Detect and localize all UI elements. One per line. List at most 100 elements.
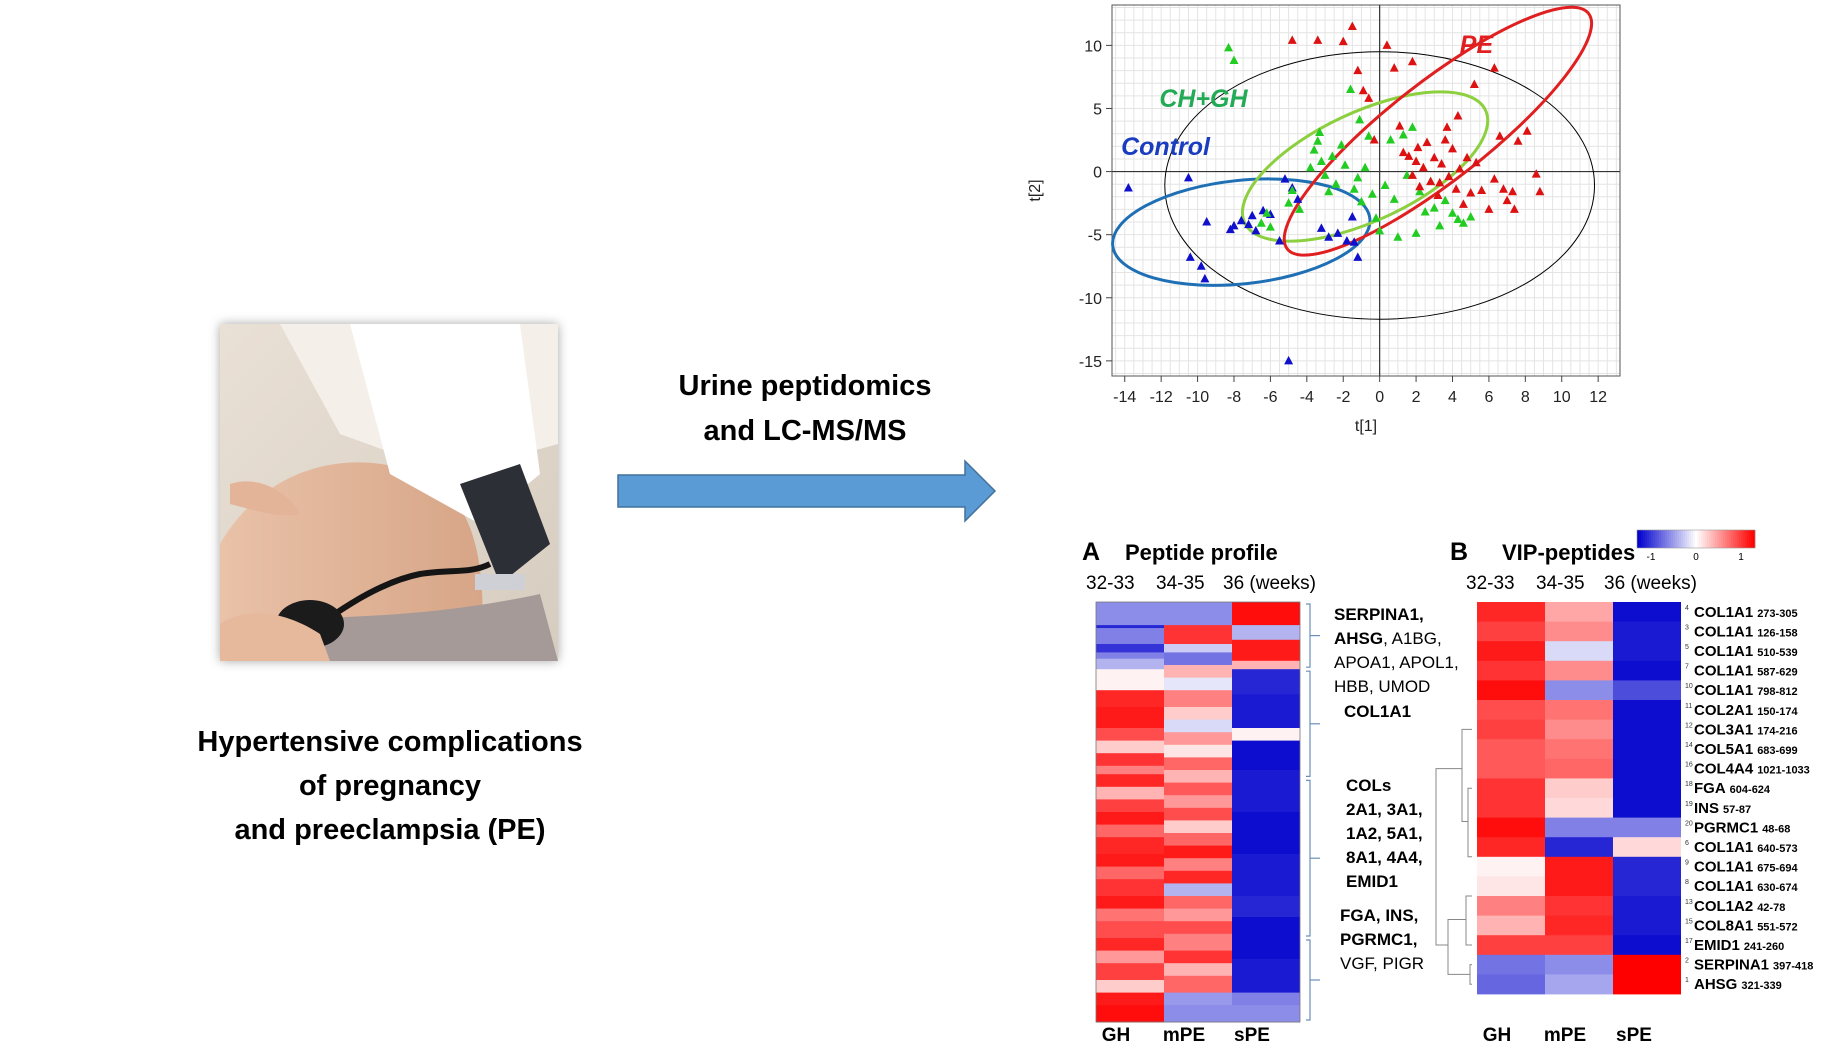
heatmap-cell [1096,753,1164,767]
heatmap-cell [1096,837,1164,855]
peptide-name: COL1A1 [1694,623,1753,640]
heatmap-cells [1477,602,1681,995]
heatmap-cell [1164,732,1232,746]
row-index: 14 [1685,742,1693,749]
point-pe [1398,147,1408,157]
heatmap-cell [1096,866,1164,880]
row-index: 19 [1685,801,1693,808]
row-index: 1 [1685,977,1689,984]
group-label: PE [1460,31,1495,59]
point-pe [1531,169,1541,178]
point-pe [1508,186,1518,196]
heatmap-cell [1613,837,1681,858]
heatmap-cell [1545,602,1613,622]
point-ch-gh [1411,228,1421,237]
peptide-name: FGA [1694,780,1726,797]
x-tick-label: -2 [1336,389,1350,406]
heatmap-cell [1545,974,1613,995]
point-ch-gh [1262,208,1272,217]
row-index: 17 [1685,938,1693,945]
heatmap-cell [1232,854,1300,897]
peptide-range: 510-539 [1757,647,1797,659]
group-label: Control [1121,133,1211,161]
annotation-bold: AHSG [1334,629,1383,648]
point-ch-gh [1375,225,1385,235]
x-tick-label: 8 [1521,389,1530,406]
heatmap-cell [1545,778,1613,799]
heatmap-cell [1545,896,1613,916]
heatmap-cell [1096,938,1164,952]
scale-swatch [1717,530,1720,548]
annotation-line: EMID1 [1346,872,1398,891]
column-label: sPE [1616,1025,1652,1046]
heatmap-cell [1164,933,1232,952]
point-control [1183,172,1193,182]
heatmap-cell [1545,915,1613,936]
peptide-range: 640-573 [1757,843,1797,855]
point-control [1316,223,1326,232]
panel-letter: B [1450,538,1468,566]
point-pe [1437,159,1447,168]
point-control [1123,182,1133,192]
row-label: COL1A1 126-158 [1694,623,1798,640]
scale-swatch [1729,530,1732,548]
point-pe [1502,195,1512,205]
heatmap-cell [1096,950,1164,964]
peptide-name: COL2A1 [1694,702,1753,719]
scale-swatch [1679,530,1682,548]
heatmap-cell [1096,658,1164,670]
cluster-brackets [1306,603,1320,1021]
point-control [1280,174,1290,183]
y-tick-label: -15 [1079,354,1102,371]
heatmap-cell [1545,758,1613,779]
heatmap-cell [1164,795,1232,809]
annotation-bold: PGRMC1, [1340,930,1417,949]
week-header: 36 (weeks) [1604,573,1697,594]
point-control [1342,235,1352,245]
heatmap-cell [1545,798,1613,818]
ellipse-control [1111,177,1372,287]
point-ch-gh [1389,194,1399,203]
point-ch-gh [1398,129,1408,139]
dendrogram-branch [1447,919,1470,975]
heatmap-cell [1232,959,1300,994]
scale-swatch [1735,530,1738,548]
peptide-range: 675-694 [1757,863,1798,875]
heatmap-cell [1613,700,1681,720]
point-ch-gh [1355,114,1365,124]
heatmap-cell [1477,641,1545,662]
peptide-range: 397-418 [1773,961,1813,973]
group-label: CH+GH [1159,85,1248,113]
column-label: mPE [1163,1025,1205,1046]
point-control [1284,355,1294,365]
heatmap-cell [1232,917,1300,960]
x-axis-label: t[1] [1355,418,1377,435]
heatmap-cell [1164,690,1232,708]
point-pe [1338,36,1348,46]
point-pe [1418,162,1428,172]
scale-swatch [1647,530,1650,548]
peptide-range: 604-624 [1730,784,1771,796]
point-pe [1429,152,1439,162]
heatmap-cell [1477,915,1545,936]
point-ch-gh [1340,160,1350,169]
heatmap-cell [1164,707,1232,721]
column-label: mPE [1544,1025,1586,1046]
scale-swatch [1751,530,1754,548]
vip-peptides-heatmap: B VIP-peptides 32-33 34-35 36 (weeks) -1… [1435,529,1813,1046]
point-control [1185,252,1195,261]
row-index: 3 [1685,624,1689,631]
x-tick-label: 2 [1412,389,1421,406]
heatmap-cell [1613,915,1681,936]
point-pe [1455,164,1465,173]
scale-swatch [1723,530,1726,548]
point-ch-gh [1284,198,1294,207]
x-tick-label: 10 [1553,389,1571,406]
peptide-range: 126-158 [1757,627,1797,639]
scale-swatch [1741,530,1744,548]
